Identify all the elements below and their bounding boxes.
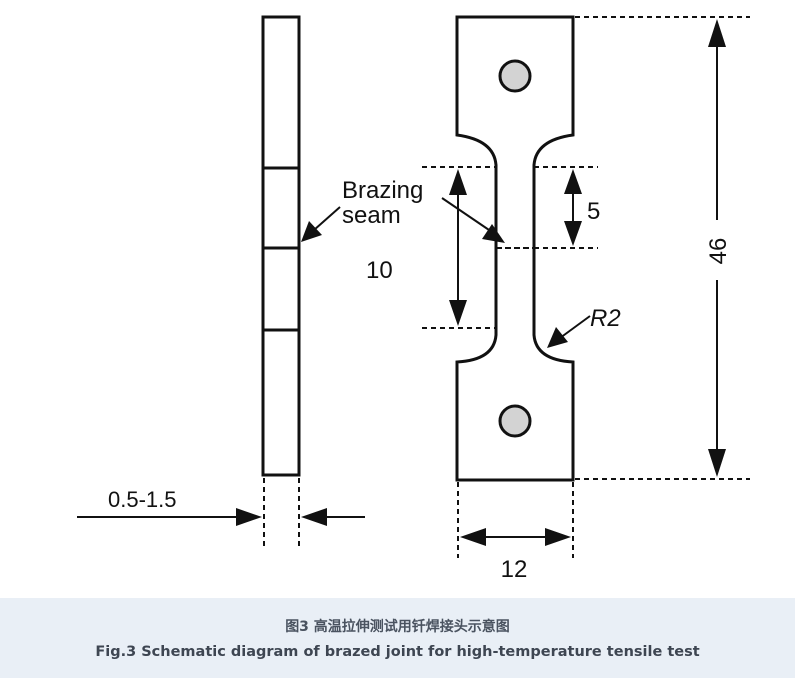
width-label: 12 — [501, 556, 528, 583]
gauge-length-dimension — [422, 166, 496, 329]
radius-leader — [547, 315, 591, 348]
thickness-arrow-left-head — [236, 508, 262, 526]
brazing-seam-label-line1: Brazing — [342, 177, 423, 204]
caption-panel: 图3 高温拉伸测试用钎焊接头示意图 Fig.3 Schematic diagra… — [0, 598, 795, 678]
specimen-outline — [455, 15, 575, 482]
brazing-seam-label-line2: seam — [342, 202, 401, 229]
overall-length-dimension — [575, 16, 750, 480]
top-pin-hole — [498, 59, 532, 93]
thickness-arrow-right-head — [301, 508, 327, 526]
width-dimension — [457, 482, 574, 558]
side-view — [261, 15, 301, 477]
seam-pointer-arrow — [441, 197, 505, 243]
half-gauge-label: 5 — [587, 198, 600, 225]
radius-label: R2 — [590, 305, 621, 332]
brazing-seam-leader — [301, 206, 341, 242]
caption-chinese: 图3 高温拉伸测试用钎焊接头示意图 — [285, 619, 510, 635]
caption-english: Fig.3 Schematic diagram of brazed joint … — [95, 644, 700, 660]
bottom-pin-hole — [498, 404, 532, 438]
side-view-strip — [261, 15, 301, 477]
overall-length-label: 46 — [705, 238, 732, 265]
thickness-label: 0.5-1.5 — [108, 487, 177, 512]
half-gauge-dimension — [534, 166, 598, 249]
thickness-dimension — [77, 478, 365, 550]
specimen-schematic: 0.5-1.5 Brazing seam 10 5 R2 — [77, 15, 750, 583]
gauge-length-label: 10 — [366, 257, 393, 284]
